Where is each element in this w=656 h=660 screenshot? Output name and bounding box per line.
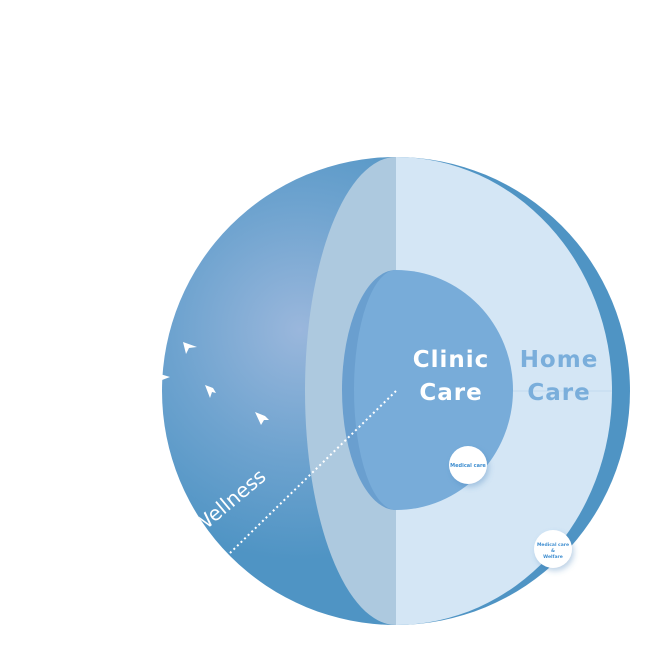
medical-welfare-badge: Medical care & Welfare xyxy=(534,530,572,568)
home-care-line1: Home xyxy=(520,347,599,373)
radius-dotted-line xyxy=(229,390,397,554)
core-left xyxy=(354,270,396,510)
welfare-badge-line1: Medical care xyxy=(537,542,569,548)
welfare-badge-line2: & xyxy=(551,548,555,554)
home-care-line2: Care xyxy=(527,380,590,406)
welfare-badge-line3: Welfare xyxy=(543,554,563,560)
core-clinic-care xyxy=(396,270,513,510)
clinic-care-line1: Clinic xyxy=(413,347,490,373)
birds-icon xyxy=(160,342,269,425)
clinic-care-line2: Care xyxy=(419,380,482,406)
medical-care-badge-label: Medical care xyxy=(450,463,486,469)
medical-care-badge: Medical care xyxy=(449,446,487,484)
